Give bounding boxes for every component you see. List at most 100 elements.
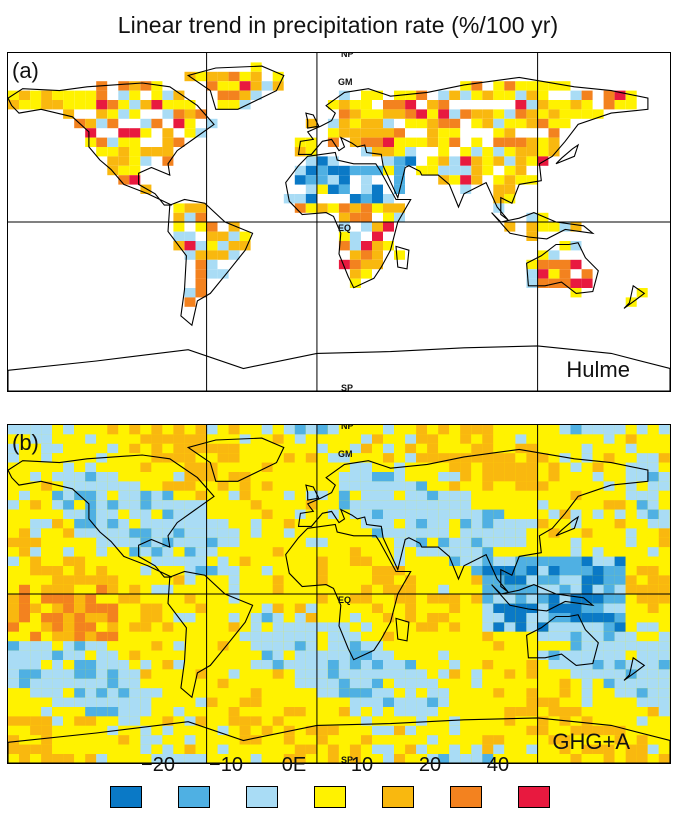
grid-cell xyxy=(228,725,240,736)
grid-cell xyxy=(471,631,483,642)
grid-cell xyxy=(559,660,571,670)
grid-cell xyxy=(570,688,582,698)
grid-cell xyxy=(394,678,405,689)
grid-cell xyxy=(394,735,405,745)
grid-cell xyxy=(427,500,439,510)
grid-cell xyxy=(63,575,75,585)
grid-cell xyxy=(85,490,97,501)
grid-cell xyxy=(96,472,108,482)
grid-cell xyxy=(19,425,30,435)
grid-cell xyxy=(581,575,593,585)
grid-cell xyxy=(327,184,339,194)
grid-cell xyxy=(272,528,284,538)
grid-cell xyxy=(394,613,405,623)
grid-cell xyxy=(228,241,240,251)
grid-cell xyxy=(493,490,505,501)
grid-cell xyxy=(471,453,483,463)
grid-cell xyxy=(515,707,527,717)
grid-cell xyxy=(405,650,417,660)
grid-cell xyxy=(140,556,152,566)
grid-cell xyxy=(548,250,560,260)
grid-cell xyxy=(272,443,284,454)
grid-cell xyxy=(338,100,350,110)
grid-cell xyxy=(63,678,75,689)
grid-cell xyxy=(349,725,361,736)
grid-cell xyxy=(272,490,284,501)
grid-cell xyxy=(438,147,450,157)
grid-cell xyxy=(8,603,19,613)
grid-cell xyxy=(41,575,53,585)
grid-cell xyxy=(460,678,472,689)
grid-cell xyxy=(184,472,196,482)
grid-cell xyxy=(250,631,262,642)
grid-cell xyxy=(416,472,428,482)
grid-cell xyxy=(151,584,163,595)
grid-cell xyxy=(338,594,350,604)
grid-cell xyxy=(416,603,428,613)
grid-cell xyxy=(8,716,19,726)
grid-cell xyxy=(129,147,141,157)
grid-cell xyxy=(195,203,207,213)
grid-cell xyxy=(74,519,86,529)
grid-cell xyxy=(625,547,637,557)
grid-cell xyxy=(140,678,152,689)
grid-cell xyxy=(581,744,593,754)
grid-cell xyxy=(537,81,549,91)
grid-cell xyxy=(294,147,306,157)
grid-cell xyxy=(85,566,97,576)
grid-cell xyxy=(217,707,229,717)
grid-cell xyxy=(438,118,450,129)
grid-cell xyxy=(383,222,394,232)
grid-cell xyxy=(504,90,516,100)
grid-cell xyxy=(526,109,538,119)
grid-cell xyxy=(438,556,450,566)
grid-cell xyxy=(383,472,394,482)
grid-cell xyxy=(8,678,19,689)
grid-cell xyxy=(460,744,472,754)
grid-cell xyxy=(416,641,428,651)
grid-cell xyxy=(283,462,295,472)
grid-cell xyxy=(140,669,152,679)
grid-cell xyxy=(460,650,472,660)
grid-cell xyxy=(537,547,549,557)
grid-cell xyxy=(372,650,383,660)
grid-cell xyxy=(129,175,141,185)
grid-cell xyxy=(570,566,582,576)
grid-cell xyxy=(548,128,560,138)
grid-cell xyxy=(151,707,163,717)
grid-cell xyxy=(217,744,229,754)
grid-cell xyxy=(570,462,582,472)
grid-cell xyxy=(206,725,218,736)
grid-cell xyxy=(195,222,207,232)
grid-cell xyxy=(405,537,417,548)
grid-cell xyxy=(261,725,273,736)
grid-cell xyxy=(427,622,439,632)
grid-cell xyxy=(19,688,30,698)
grid-cell xyxy=(305,613,317,623)
grid-cell xyxy=(449,462,461,472)
grid-cell xyxy=(173,490,185,501)
grid-cell xyxy=(283,707,295,717)
grid-cell xyxy=(261,631,273,642)
coastline-gl xyxy=(186,65,285,110)
grid-cell xyxy=(537,735,549,745)
grid-cell xyxy=(338,241,350,251)
grid-cell xyxy=(349,490,361,501)
grid-cell xyxy=(460,443,472,454)
grid-cell xyxy=(96,697,108,707)
grid-cell xyxy=(338,613,350,623)
grid-cell xyxy=(239,519,251,529)
grid-cell xyxy=(427,109,439,119)
grid-cell xyxy=(140,566,152,576)
grid-cell xyxy=(294,613,306,623)
grid-cell xyxy=(559,81,571,91)
grid-cell xyxy=(394,519,405,529)
grid-cell xyxy=(129,156,141,166)
grid-cell xyxy=(537,669,549,679)
grid-cell xyxy=(515,519,527,529)
grid-cell xyxy=(394,547,405,557)
grid-cell xyxy=(438,697,450,707)
grid-cell xyxy=(482,744,494,754)
grid-cell xyxy=(140,128,152,138)
grid-cell xyxy=(460,184,472,194)
